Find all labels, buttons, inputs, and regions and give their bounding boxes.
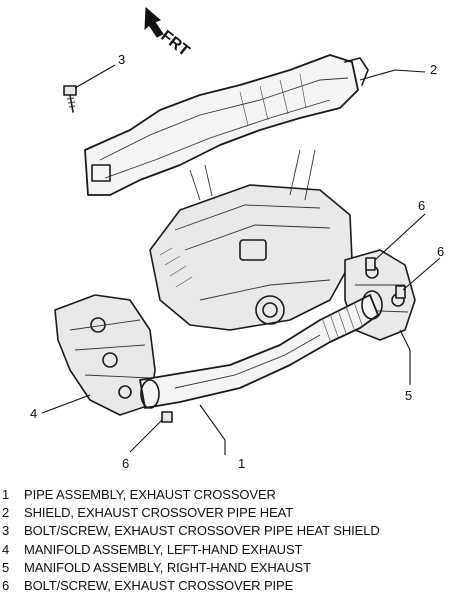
legend-item: 3 BOLT/SCREW, EXHAUST CROSSOVER PIPE HEAT… bbox=[2, 522, 472, 540]
front-arrow-icon bbox=[144, 6, 164, 38]
heat-shield bbox=[84, 54, 369, 196]
callout-6-left: 6 bbox=[122, 456, 129, 470]
callout-1: 1 bbox=[238, 456, 245, 470]
legend-number: 1 bbox=[2, 487, 10, 502]
parts-legend: 1 PIPE ASSEMBLY, EXHAUST CROSSOVER 2 SHIEL… bbox=[2, 486, 472, 595]
callout-5: 5 bbox=[405, 388, 412, 403]
legend-item: 2 SHIELD, EXHAUST CROSSOVER PIPE HEAT bbox=[2, 504, 472, 522]
legend-number: 2 bbox=[2, 505, 10, 521]
left-hand-exhaust-manifold bbox=[54, 294, 156, 416]
legend-item: 6 BOLT/SCREW, EXHAUST CROSSOVER PIPE bbox=[2, 577, 472, 595]
legend-number: 4 bbox=[2, 541, 10, 557]
legend-text: SHIELD, EXHAUST CROSSOVER PIPE HEAT bbox=[24, 505, 294, 521]
callout-labels: 1 2 3 4 5 6 6 6 bbox=[30, 52, 444, 470]
engine-block bbox=[149, 149, 353, 331]
callout-6-right: 6 bbox=[437, 244, 444, 259]
callout-2: 2 bbox=[430, 62, 437, 77]
callout-3: 3 bbox=[118, 52, 125, 67]
legend-item: 4 MANIFOLD ASSEMBLY, LEFT-HAND EXHAUST bbox=[2, 541, 472, 559]
legend-text: BOLT/SCREW, EXHAUST CROSSOVER PIPE bbox=[24, 578, 294, 594]
callout-6-upper-right: 6 bbox=[418, 198, 425, 213]
legend-text: MANIFOLD ASSEMBLY, LEFT-HAND EXHAUST bbox=[24, 541, 303, 557]
legend-item: 1 PIPE ASSEMBLY, EXHAUST CROSSOVER bbox=[2, 486, 472, 504]
legend-number: 3 bbox=[2, 523, 10, 539]
front-label: FRT bbox=[158, 28, 193, 61]
crossover-pipe-bolts bbox=[161, 257, 406, 423]
callout-leaders bbox=[41, 64, 441, 455]
legend-text: PIPE ASSEMBLY, EXHAUST CROSSOVER bbox=[24, 487, 276, 502]
callout-4: 4 bbox=[30, 406, 37, 421]
legend-number: 6 bbox=[2, 578, 10, 594]
legend-text: MANIFOLD ASSEMBLY, RIGHT-HAND EXHAUST bbox=[24, 559, 311, 575]
exhaust-crossover-pipe bbox=[139, 290, 383, 409]
legend-text: BOLT/SCREW, EXHAUST CROSSOVER PIPE HEAT … bbox=[24, 523, 380, 539]
legend-number: 5 bbox=[2, 559, 10, 575]
legend-item: 5 MANIFOLD ASSEMBLY, RIGHT-HAND EXHAUST bbox=[2, 559, 472, 577]
front-direction-indicator: FRT bbox=[144, 6, 193, 61]
exhaust-crossover-diagram: FRT bbox=[30, 6, 444, 470]
heat-shield-bolt bbox=[63, 85, 77, 113]
